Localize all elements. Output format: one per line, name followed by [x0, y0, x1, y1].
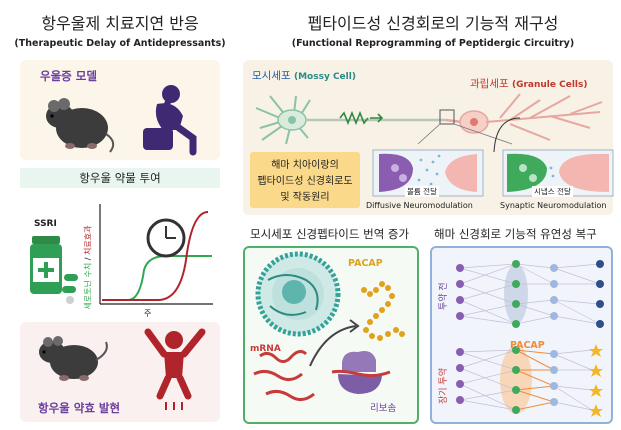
treatment-label: 항우울 약물 투여 [79, 171, 161, 185]
synaptic-label: Synaptic Neuromodulation [500, 201, 607, 210]
mossy-cell-label: 모시세포 (Mossy Cell) [252, 68, 356, 83]
effect-label: 항우울 약효 발현 [38, 401, 121, 415]
left-title: 항우울제 치료지연 반응 [41, 14, 199, 33]
mrna-label: mRNA [250, 344, 281, 354]
principle-line-2: 펩타이드성 신경회로도 [257, 176, 353, 187]
pacap-peptide-icon [361, 281, 405, 341]
network-after-diagram [456, 344, 603, 417]
effect-panel [20, 322, 220, 422]
granule-cell-icon [445, 93, 603, 141]
synaptic-transmission-label: 시냅스 전달 [532, 186, 573, 197]
diffusive-label: Diffusive Neuromodulation [366, 201, 473, 210]
before-treatment-label: 투약 전 [439, 282, 449, 310]
principle-arrow [493, 117, 521, 153]
granule-cell-en: (Granule Cells) [511, 80, 588, 90]
graph-y-axis-label: 세로토닌 수치 / 치료효과 [83, 218, 94, 318]
treatment-band [20, 168, 220, 188]
depression-model-label: 우울증 모델 [40, 69, 97, 83]
network-before-diagram [456, 260, 604, 328]
y-axis-separator: / [83, 254, 93, 263]
graph-x-axis-label: 주 [144, 309, 152, 318]
right-title: 펩타이드성 신경회로의 기능적 재구성 [307, 14, 559, 33]
translation-arrow [309, 325, 357, 367]
volume-transmission-label: 볼륨 전달 [405, 186, 439, 197]
mrna-strand-1 [259, 349, 308, 363]
mossy-cell-en: (Mossy Cell) [293, 72, 356, 82]
neuron-circuit-illustration [255, 93, 603, 145]
nucleus-icon [255, 251, 341, 337]
y-axis-serotonin: 세로토닌 수치 [83, 262, 93, 310]
mrna-strand-3 [265, 389, 315, 401]
granule-cell-kr: 과립세포 [470, 78, 509, 90]
y-axis-effect: 치료효과 [83, 225, 93, 255]
ribosome-icon [331, 351, 391, 394]
principle-box [250, 152, 360, 208]
mouse-active-icon [39, 336, 108, 381]
synaptic-synapse-icon [502, 149, 614, 197]
long-term-treatment-label: 장기 투약 [439, 368, 449, 404]
translation-title: 모시세포 신경펩타이드 번역 증가 [250, 227, 410, 241]
pacap-label: PACAP [348, 258, 383, 269]
pacap-label-network: PACAP [510, 340, 545, 351]
translation-illustration [253, 251, 405, 401]
pill-bottle-icon [30, 236, 78, 304]
serotonin-effect-graph [99, 204, 213, 305]
plasticity-title: 해마 신경회로 기능적 유연성 복구 [434, 227, 597, 241]
mossy-cell-icon [255, 95, 311, 145]
principle-line-3: 및 작동원리 [280, 192, 330, 203]
principle-line-1: 해마 치아이랑의 [271, 160, 339, 171]
jumping-person-icon [144, 328, 206, 410]
mouse-icon [46, 98, 115, 153]
mrna-strand-2 [253, 369, 303, 381]
ssri-label: SSRI [34, 219, 57, 229]
left-subtitle: (Therapeutic Delay of Antidepressants) [14, 38, 226, 49]
depressed-person-icon [143, 85, 197, 156]
right-subtitle: (Functional Reprogramming of Peptidergic… [291, 38, 575, 49]
mossy-cell-kr: 모시세포 [252, 70, 291, 82]
ribosome-label: 리보솜 [370, 403, 397, 414]
clock-icon [146, 218, 186, 258]
granule-cell-label: 과립세포 (Granule Cells) [470, 76, 587, 91]
star-icons [589, 344, 603, 417]
